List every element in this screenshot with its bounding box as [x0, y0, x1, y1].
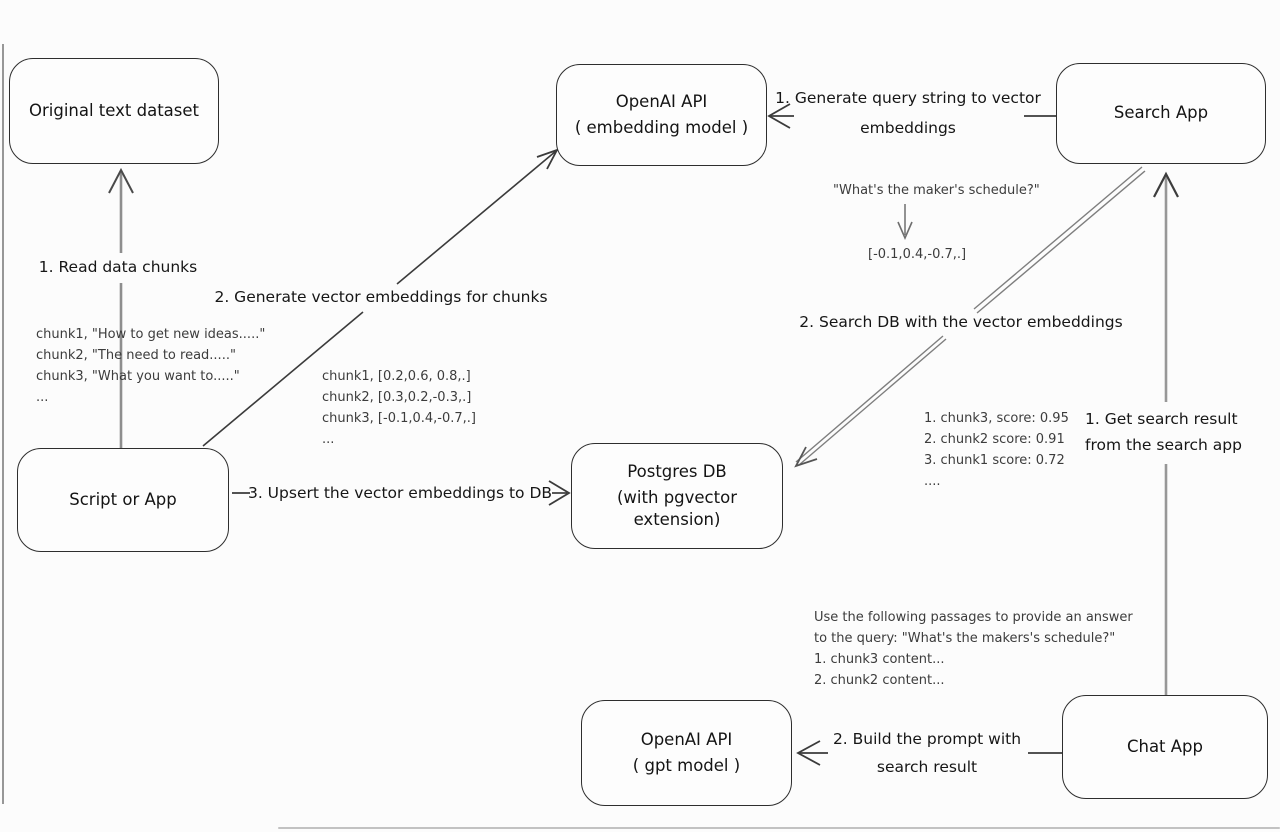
node-openai-gpt-api-subtitle: ( gpt model )	[632, 756, 741, 775]
canvas-bottom-edge	[278, 827, 1280, 829]
note-search-scores-ellipsis: ....	[924, 474, 941, 490]
node-chat-app: Chat App	[1062, 695, 1268, 799]
edge-label-get-search-result-line1: 1. Get search result	[1085, 410, 1238, 428]
edge-label-generate-query-string: 1. Generate query string to vector embed…	[775, 88, 1041, 138]
node-original-text-dataset-label: Original text dataset	[28, 100, 199, 120]
note-chunk-vectors-ellipsis: ...	[322, 432, 335, 448]
note-search-scores-line3: 3. chunk1 score: 0.72	[924, 453, 1065, 469]
node-search-app-label: Search App	[1113, 103, 1209, 123]
node-openai-embedding-api-subtitle: ( embedding model )	[574, 118, 749, 137]
note-search-scores-line2: 2. chunk2 score: 0.91	[924, 432, 1065, 448]
edge-label-upsert-embeddings: 3. Upsert the vector embeddings to DB	[247, 484, 553, 502]
note-chunk-texts-line1: chunk1, "How to get new ideas....."	[36, 327, 266, 342]
edge-label-get-search-result-line2: from the search app	[1085, 436, 1242, 455]
edge-label-search-db: 2. Search DB with the vector embeddings	[799, 313, 1123, 331]
arrow-search-db-line-a1	[973, 166, 1143, 310]
note-chunk-vectors-line1: chunk1, [0.2,0.6, 0.8,.]	[322, 369, 471, 384]
arrow-search-db-line-b2	[798, 338, 947, 466]
note-chunk-vectors-line2: chunk2, [0.3,0.2,-0.3,.]	[322, 390, 472, 406]
node-script-or-app-label: Script or App	[69, 489, 177, 509]
note-chunk-vectors-line3: chunk3, [-0.1,0.4,-0.7,.]	[322, 411, 477, 427]
node-openai-gpt-api-title: OpenAI API	[640, 729, 733, 749]
note-search-scores-line1: 1. chunk3, score: 0.95	[924, 411, 1069, 426]
edge-label-read-data-chunks: 1. Read data chunks	[38, 258, 198, 276]
note-chunk-texts-line2: chunk2, "The need to read....."	[36, 348, 236, 364]
note-prompt-text-line3: 1. chunk3 content...	[814, 652, 945, 668]
edge-label-generate-vector-embeddings: 2. Generate vector embeddings for chunks	[214, 288, 548, 306]
edge-label-generate-query-line2: embeddings	[860, 119, 956, 138]
note-chunk-texts-line3: chunk3, "What you want to....."	[36, 369, 240, 385]
note-prompt-text: Use the following passages to provide an…	[814, 607, 1133, 691]
arrow-generate-query-head	[767, 103, 791, 129]
arrow-search-db-line-a2	[976, 170, 1146, 314]
node-chat-app-label: Chat App	[1126, 736, 1204, 756]
note-search-scores: 1. chunk3, score: 0.95 2. chunk2 score: …	[924, 408, 1069, 492]
note-query-vector: [-0.1,0.4,-0.7,.]	[868, 247, 967, 262]
node-openai-embedding-api-title: OpenAI API	[615, 91, 708, 111]
arrow-generate-embeddings-line	[202, 311, 364, 447]
arrow-get-result-head	[1153, 171, 1179, 198]
note-prompt-text-line2: to the query: "What's the makers's sched…	[814, 631, 1116, 647]
arrow-upsert-head	[548, 480, 571, 506]
node-postgres-db-subtitle: (with pgvector extension)	[617, 487, 737, 530]
note-chunk-texts-ellipsis: ...	[36, 390, 49, 406]
arrow-query-to-vector-head	[897, 221, 913, 240]
note-chunk-texts: chunk1, "How to get new ideas....." chun…	[36, 324, 265, 408]
canvas-left-edge	[2, 44, 4, 804]
edge-label-build-prompt-line2: search result	[876, 758, 978, 777]
edge-label-build-prompt-line1: 2. Build the prompt with	[832, 730, 1022, 748]
edge-label-generate-query-line1: 1. Generate query string to vector	[775, 89, 1041, 107]
node-original-text-dataset: Original text dataset	[9, 58, 219, 164]
note-prompt-text-line1: Use the following passages to provide an…	[814, 610, 1133, 625]
node-script-or-app: Script or App	[17, 448, 229, 552]
note-chunk-vectors: chunk1, [0.2,0.6, 0.8,.] chunk2, [0.3,0.…	[322, 366, 476, 450]
node-postgres-db-title: Postgres DB	[627, 461, 727, 481]
note-prompt-text-line4: 2. chunk2 content...	[814, 673, 945, 689]
node-openai-gpt-api: OpenAI API ( gpt model )	[581, 700, 792, 806]
arrow-read-chunks-head	[108, 167, 134, 194]
node-search-app: Search App	[1056, 63, 1266, 164]
edge-label-build-prompt: 2. Build the prompt with search result	[833, 729, 1021, 777]
node-openai-embedding-api: OpenAI API ( embedding model )	[556, 64, 767, 166]
arrow-generate-embeddings-line2	[396, 150, 557, 285]
edge-label-get-search-result: 1. Get search result from the search app	[1085, 409, 1242, 455]
arrow-search-db-line-b1	[795, 335, 944, 463]
note-query-string: "What's the maker's schedule?"	[833, 183, 1040, 198]
arrow-build-prompt-head	[796, 740, 821, 766]
arrow-search-db-head	[794, 446, 818, 468]
node-postgres-db: Postgres DB (with pgvector extension)	[571, 443, 783, 549]
